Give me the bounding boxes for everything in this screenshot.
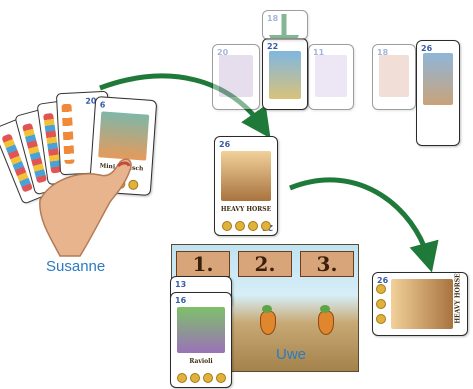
leaf-icon — [262, 305, 272, 313]
top-card-4[interactable]: 18 — [372, 44, 416, 110]
top-card-2[interactable]: 22 — [262, 38, 308, 110]
leaf-icon — [320, 305, 330, 313]
top-card-3[interactable]: 11 — [308, 44, 354, 110]
coin-icon — [376, 298, 386, 309]
board-slot-2[interactable]: 2. — [238, 251, 292, 277]
game-board: 1. 2. 3. — [171, 244, 359, 372]
right-card[interactable]: 26 HEAVY HORSE — [372, 272, 468, 336]
coin-icon — [221, 221, 232, 231]
player-label-uwe: Uwe — [276, 346, 307, 363]
right-card-name: HEAVY HORSE — [454, 273, 462, 324]
top-card-1[interactable]: 20 — [212, 44, 260, 110]
coin-icon — [202, 373, 213, 383]
carrot-icon — [260, 311, 276, 335]
coin-icon — [234, 221, 245, 231]
arrow-hand-to-played — [99, 73, 271, 139]
coin-icon — [189, 373, 200, 383]
arrow-played-to-right — [289, 177, 439, 273]
board-slot-3[interactable]: 3. — [300, 251, 354, 277]
carrot-icon — [318, 311, 334, 335]
coin-icon — [376, 283, 386, 294]
uwe-card-front[interactable]: 16 Ravioli — [170, 292, 232, 388]
player-label-susanne: Susanne — [46, 258, 106, 275]
coin-icon — [247, 221, 258, 231]
top-card-small[interactable]: 18 — [262, 10, 308, 40]
coin-icon — [376, 314, 386, 325]
played-card[interactable]: 26 26 HEAVY HORSE — [214, 136, 278, 236]
coin-icon — [215, 373, 226, 383]
coin-icon — [176, 373, 187, 383]
board-slot-1[interactable]: 1. — [176, 251, 230, 277]
top-card-5[interactable]: 26 — [416, 40, 460, 146]
coin-icon — [260, 221, 271, 231]
hand-icon — [39, 158, 132, 257]
